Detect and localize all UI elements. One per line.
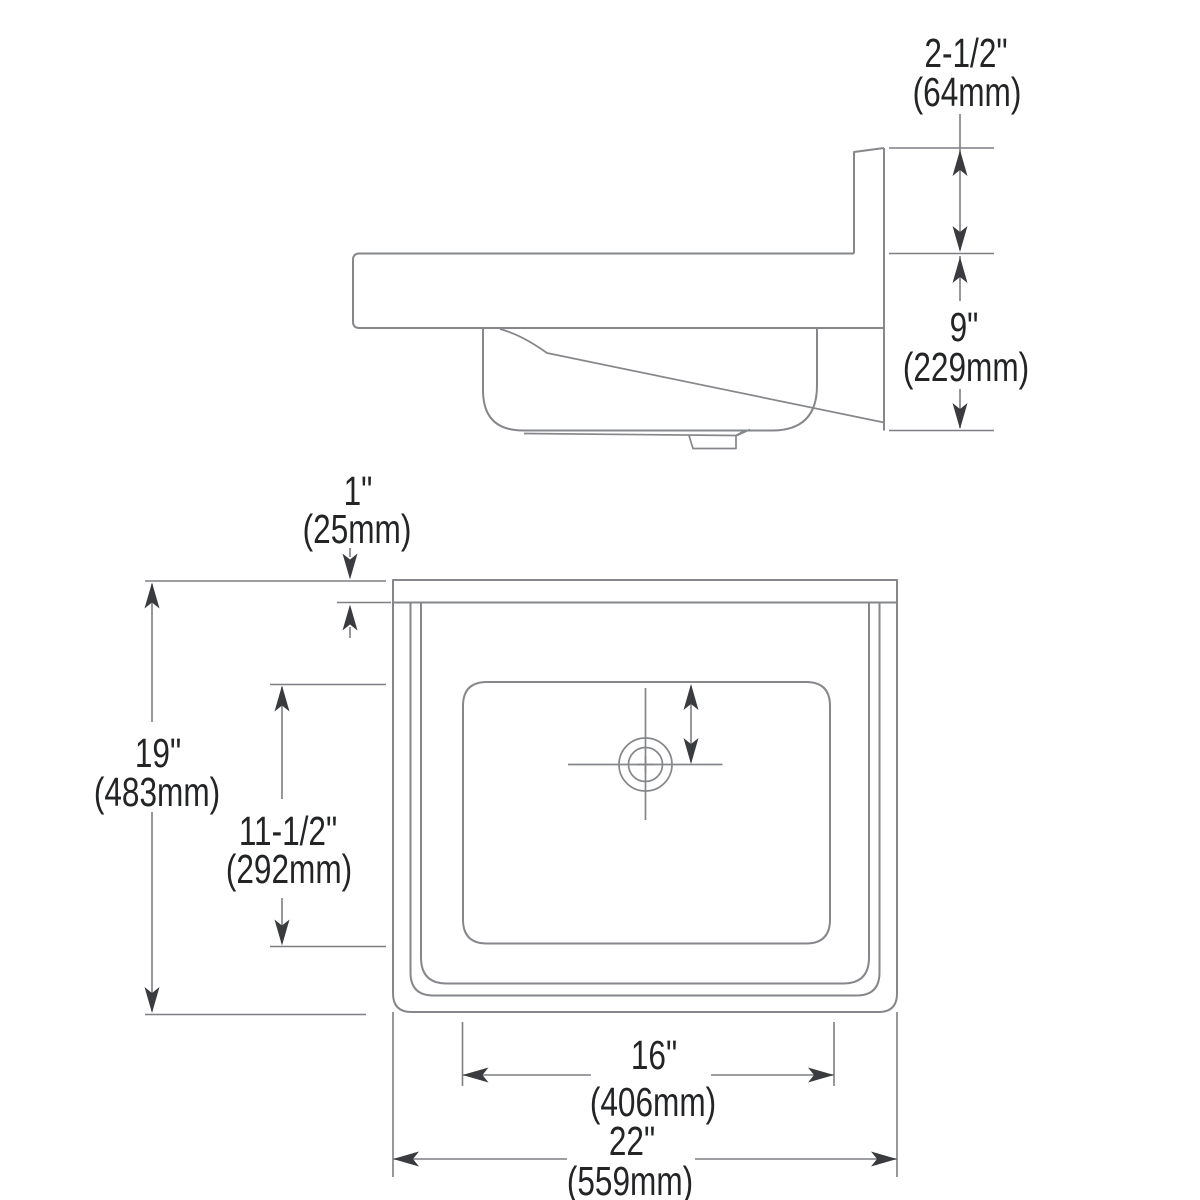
dim-overall-width: 22" (559mm) — [392, 1012, 898, 1200]
dim-backsplash-height-metric: (64mm) — [913, 69, 1022, 115]
dim-bowl-front-to-back-imperial: 11-1/2" — [239, 808, 337, 854]
arrowhead-down-icon — [144, 987, 160, 1013]
rim-middle-line — [409, 602, 881, 997]
arrowhead-right-icon — [808, 1067, 834, 1083]
arrowhead-down-icon — [683, 738, 699, 764]
dim-front-to-back-metric: (483mm) — [94, 769, 220, 815]
dim-overall-width-imperial: 22" — [609, 1118, 655, 1164]
bowl-outline-plan — [462, 681, 831, 945]
arrowhead-up-icon — [952, 257, 968, 283]
drain-outlet-profile — [688, 429, 747, 450]
backsplash-profile — [853, 147, 885, 254]
dim-bowl-width-metric: (406mm) — [590, 1079, 716, 1125]
dim-rim-to-bottom-imperial: 9" — [950, 304, 979, 350]
dim-bowl-width: 16" (406mm) — [461, 1022, 835, 1125]
arrowhead-up-icon — [342, 604, 358, 631]
drain-offset-arrow — [683, 684, 699, 764]
plan-view — [392, 579, 898, 1013]
arrowhead-up-icon — [144, 582, 160, 609]
dim-back-ledge: 1" (25mm) — [303, 468, 412, 638]
dim-bowl-width-imperial: 16" — [631, 1032, 677, 1078]
dim-front-to-back: 19" (483mm) — [94, 580, 386, 1016]
dim-rim-to-bottom-metric: (229mm) — [903, 344, 1029, 390]
arrowhead-left-icon — [393, 1151, 419, 1167]
dim-bowl-front-to-back: 11-1/2" (292mm) — [226, 683, 386, 948]
counter-rim-profile — [352, 252, 884, 329]
bowl-profile — [482, 328, 818, 432]
dim-backsplash-height: 2-1/2" (64mm) — [889, 30, 1022, 255]
rim-inner-line — [420, 602, 870, 985]
dim-front-to-back-imperial: 19" — [135, 730, 181, 776]
arrowhead-down-icon — [342, 553, 358, 580]
dim-rim-to-bottom: 9" (229mm) — [889, 256, 1029, 432]
arrowhead-down-icon — [952, 403, 968, 429]
sink-outline-plan — [392, 579, 898, 1013]
dim-bowl-front-to-back-metric: (292mm) — [226, 846, 352, 892]
dim-back-ledge-imperial: 1" — [344, 468, 373, 514]
arrowhead-up-icon — [683, 684, 699, 710]
side-view — [352, 147, 885, 450]
dim-back-ledge-metric: (25mm) — [303, 506, 412, 552]
dim-backsplash-height-imperial: 2-1/2" — [924, 30, 1007, 76]
arrowhead-up-icon — [274, 685, 290, 712]
arrowhead-down-icon — [952, 226, 968, 252]
arrowhead-up-icon — [952, 150, 968, 176]
arrowhead-left-icon — [462, 1067, 489, 1083]
arrowhead-down-icon — [274, 919, 290, 946]
drain-center-mark — [637, 756, 654, 773]
dim-overall-width-metric: (559mm) — [567, 1158, 693, 1200]
bowl-slope-line — [499, 328, 885, 424]
arrowhead-right-icon — [871, 1151, 897, 1167]
